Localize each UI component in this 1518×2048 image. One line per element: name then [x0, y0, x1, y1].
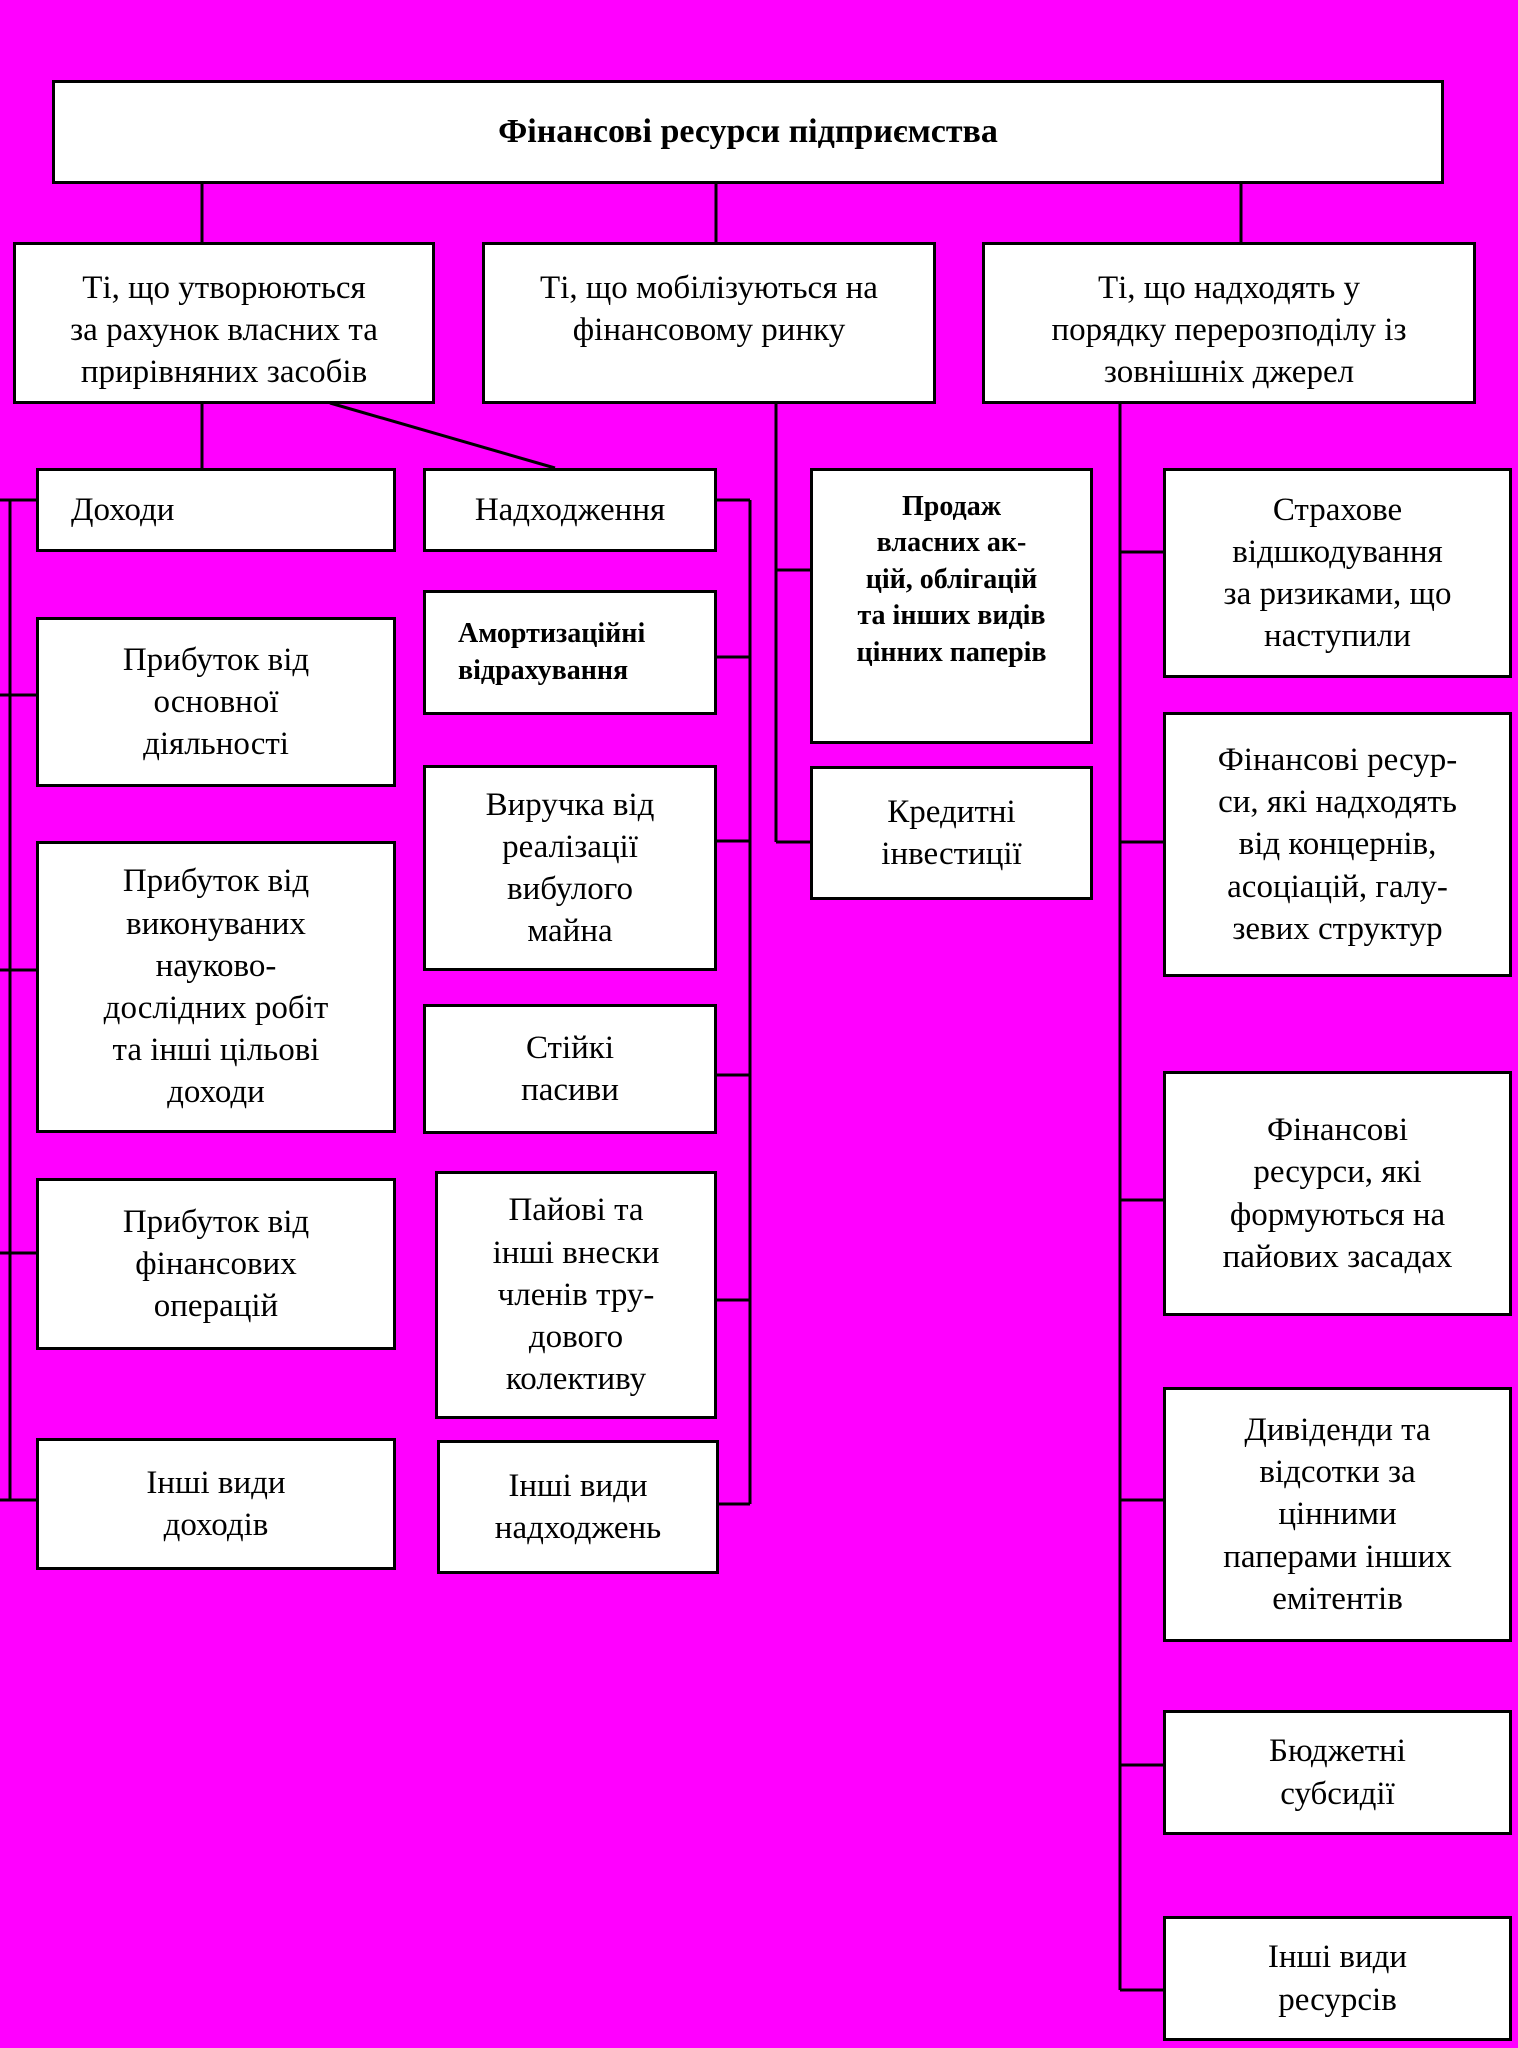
receipts-item-stable-liabilities: Стійкі пасиви — [423, 1004, 717, 1134]
market-item-securities-sale: Продаж власних ак- цій, облігацій та інш… — [810, 468, 1093, 744]
income-item-financial-operations: Прибуток від фінансових операцій — [36, 1178, 396, 1350]
category-redistribution: Ті, що надходять у порядку перерозподілу… — [982, 242, 1476, 404]
redistribution-item-other: Інші види ресурсів — [1163, 1916, 1512, 2041]
root-node: Фінансові ресурси підприємства — [52, 80, 1444, 184]
category-financial-market: Ті, що мобілізуються на фінансовому ринк… — [482, 242, 936, 404]
receipts-item-depreciation: Амортизаційні відрахування — [423, 590, 717, 715]
market-item-credit-investments: Кредитні інвестиції — [810, 766, 1093, 900]
category-own-funds: Ті, що утворюються за рахунок власних та… — [13, 242, 435, 404]
income-item-other: Інші види доходів — [36, 1438, 396, 1570]
income-item-research: Прибуток від виконуваних науково- дослід… — [36, 841, 396, 1133]
receipts-item-member-contributions: Пайові та інші внески членів тру- дового… — [435, 1171, 717, 1419]
income-header: Доходи — [36, 468, 396, 552]
redistribution-item-concerns: Фінансові ресур- си, які надходять від к… — [1163, 712, 1512, 977]
income-item-main-activity: Прибуток від основної діяльності — [36, 617, 396, 787]
redistribution-item-insurance: Страхове відшкодування за ризиками, що н… — [1163, 468, 1512, 678]
redistribution-item-budget-subsidies: Бюджетні субсидії — [1163, 1710, 1512, 1835]
receipts-header: Надходження — [423, 468, 717, 552]
redistribution-item-dividends: Дивіденди та відсотки за цінними паперам… — [1163, 1387, 1512, 1642]
receipts-item-asset-sales: Виручка від реалізації вибулого майна — [423, 765, 717, 971]
receipts-item-other: Інші види надходжень — [437, 1440, 719, 1574]
redistribution-item-share-basis: Фінансові ресурси, які формуються на пай… — [1163, 1071, 1512, 1316]
